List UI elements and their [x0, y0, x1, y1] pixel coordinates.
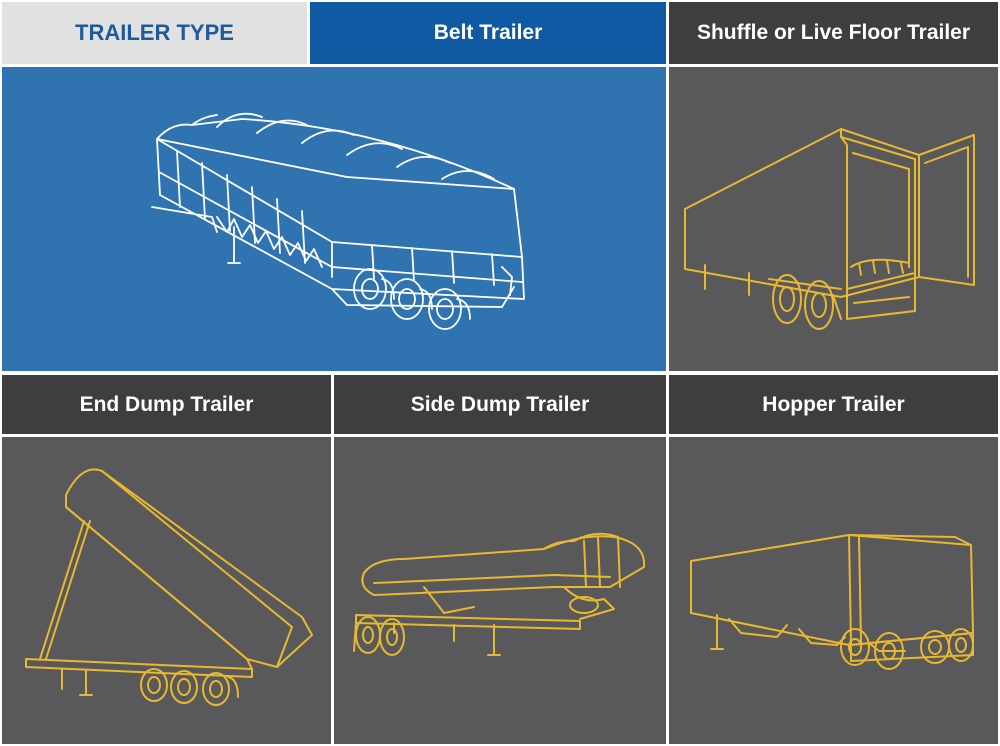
belt-trailer-drawing	[151, 112, 525, 330]
end-dump-trailer-panel	[2, 437, 331, 744]
side-dump-trailer-drawing	[353, 532, 646, 656]
side-dump-trailer-header: Side Dump Trailer	[334, 375, 666, 434]
live-floor-trailer-header: Shuffle or Live Floor Trailer	[669, 2, 998, 64]
trailer-type-label: TRAILER TYPE	[2, 2, 307, 64]
hopper-trailer-header: Hopper Trailer	[669, 375, 998, 434]
end-dump-trailer-drawing	[25, 468, 313, 706]
hopper-trailer-drawing	[690, 534, 974, 670]
side-dump-trailer-panel	[334, 437, 666, 744]
end-dump-trailer-header: End Dump Trailer	[2, 375, 331, 434]
belt-trailer-header: Belt Trailer	[310, 2, 666, 64]
live-floor-trailer-drawing	[684, 128, 975, 330]
belt-trailer-panel	[2, 67, 666, 371]
live-floor-trailer-panel	[669, 67, 998, 371]
hopper-trailer-panel	[669, 437, 998, 744]
